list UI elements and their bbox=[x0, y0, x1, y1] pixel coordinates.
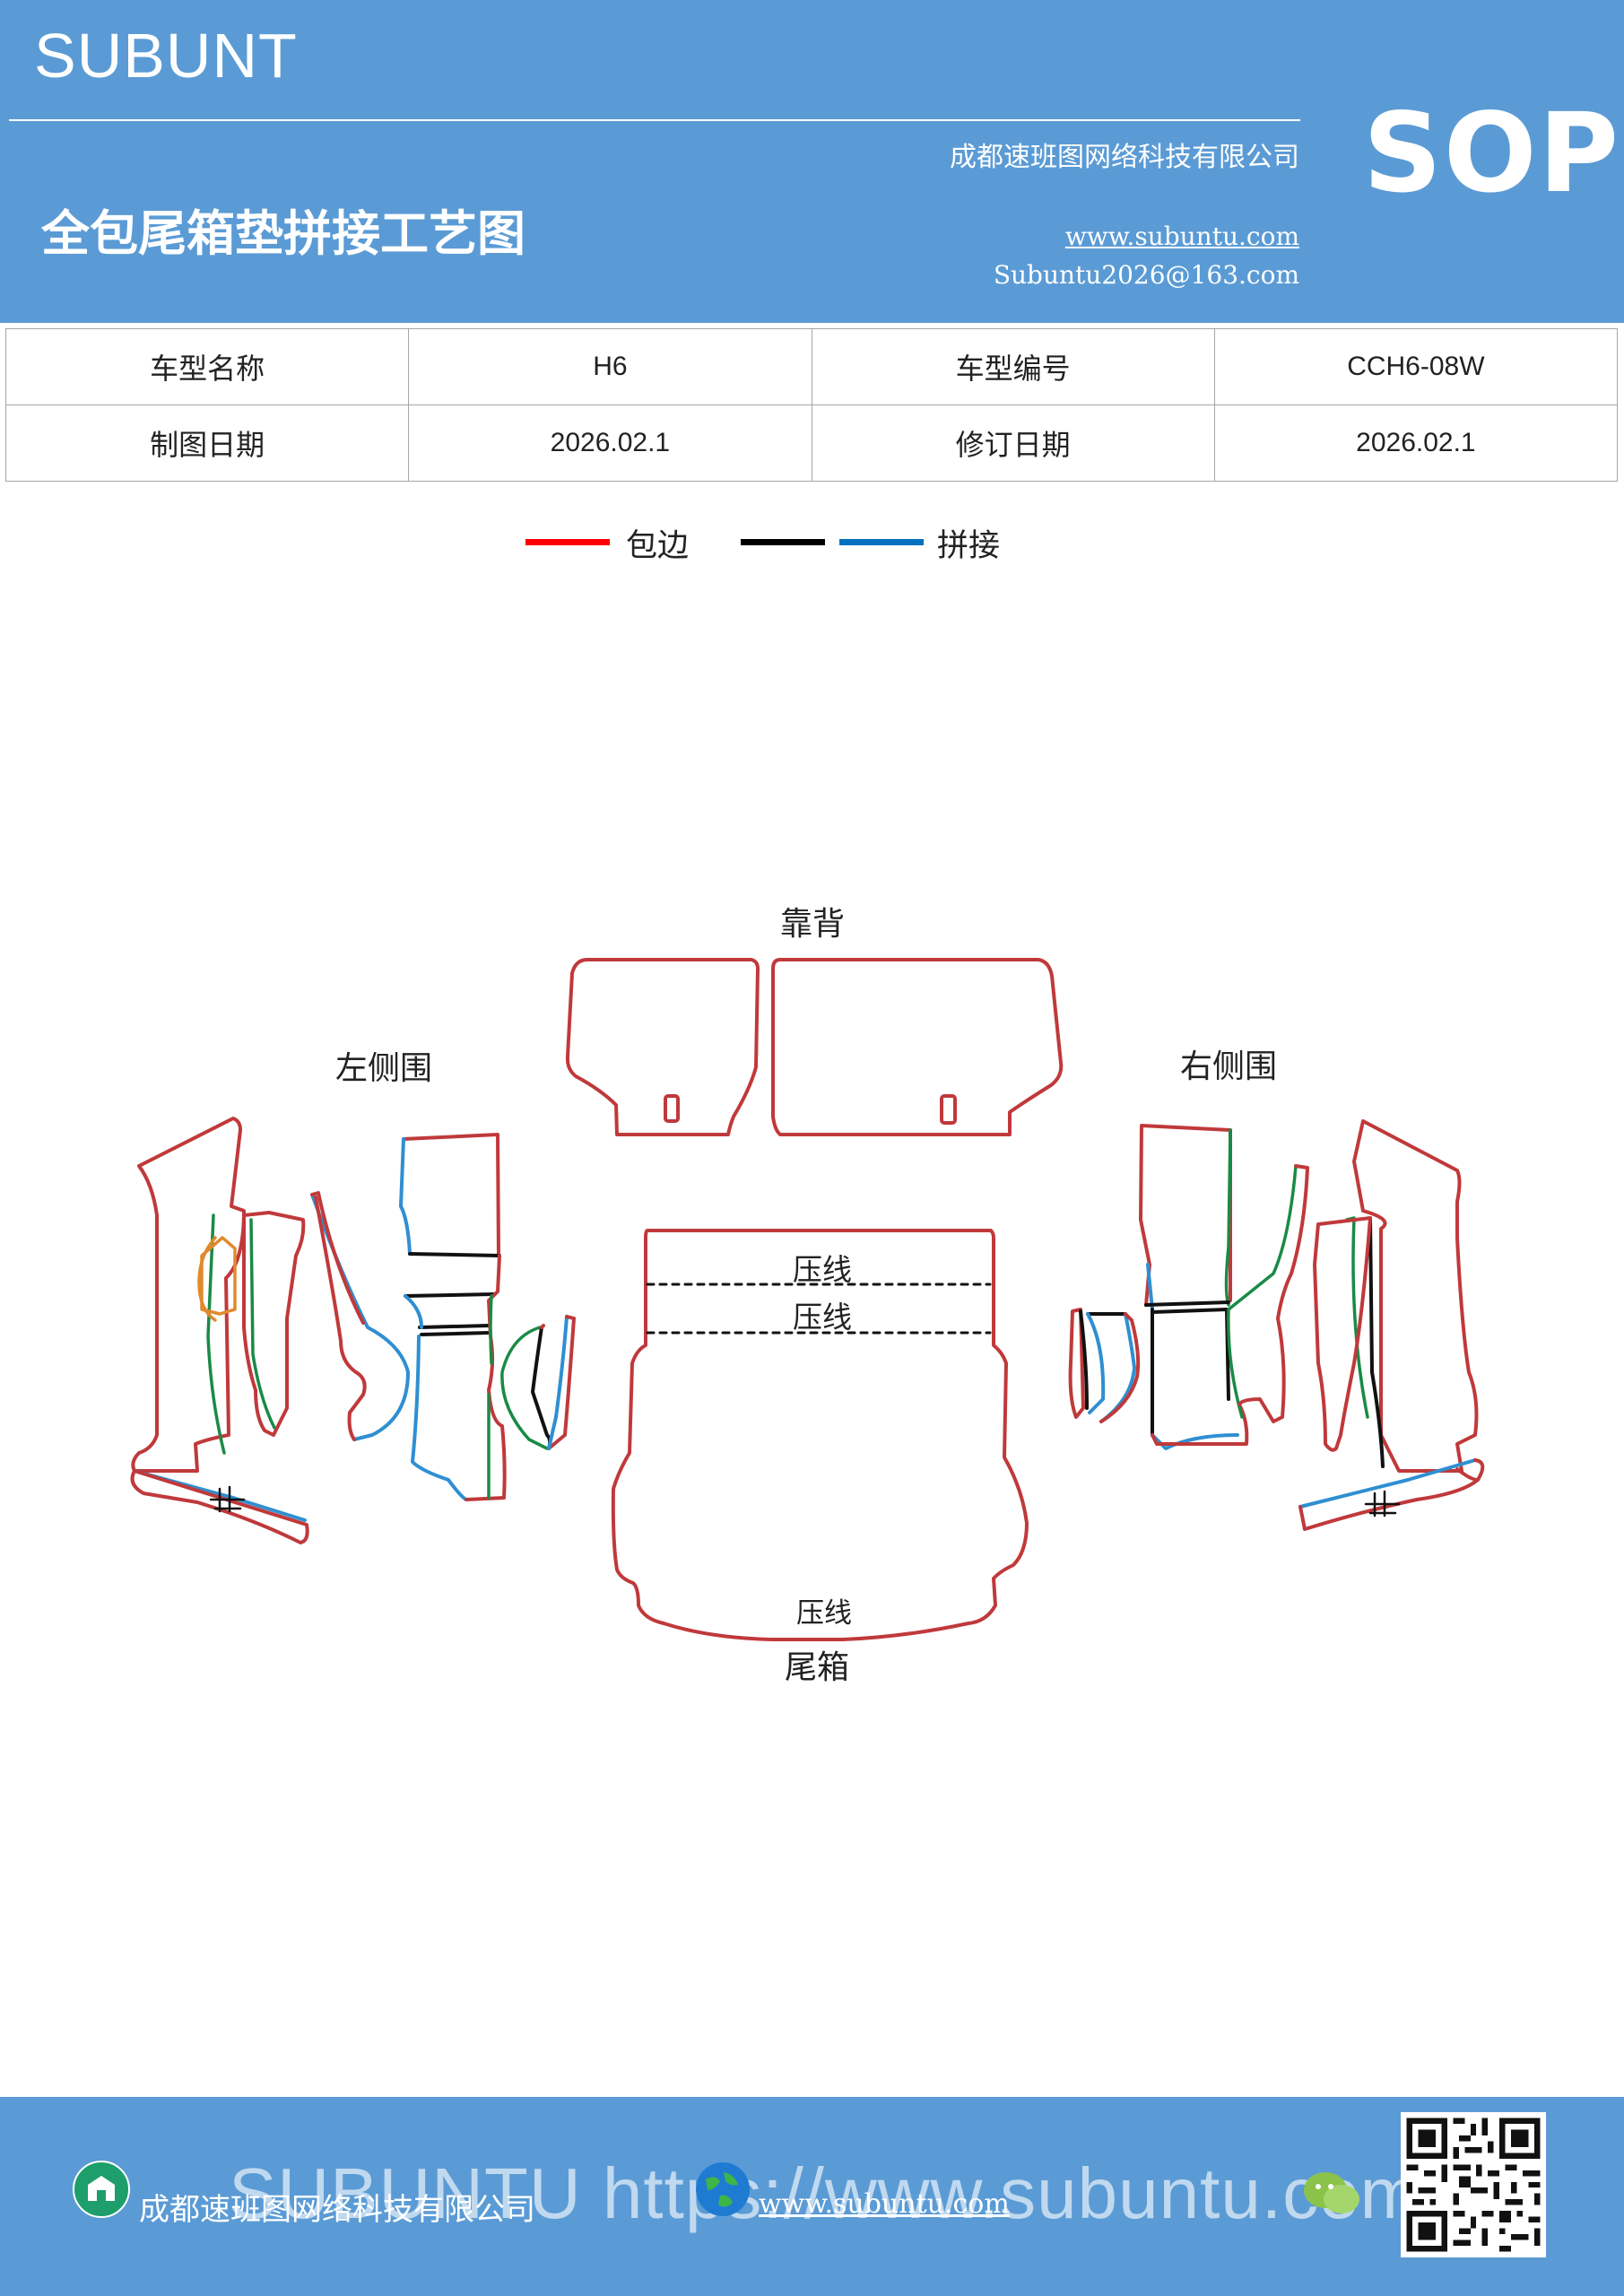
header-banner: SUBUNT SOP 成都速班图网络科技有限公司 全包尾箱垫拼接工艺图 www.… bbox=[0, 0, 1624, 323]
value-model-code: CCH6-08W bbox=[1213, 328, 1619, 405]
right-small-pillar-piece bbox=[1068, 1308, 1141, 1423]
backrest-right-panel bbox=[771, 958, 1064, 1136]
left-outer-wall-piece bbox=[130, 1117, 309, 1544]
label-press-line-1: 压线 bbox=[793, 1252, 852, 1287]
page-title: 全包尾箱垫拼接工艺图 bbox=[41, 204, 525, 262]
right-curved-splice-piece bbox=[1227, 1164, 1309, 1423]
legend-swatch-red bbox=[525, 539, 610, 545]
trunk-mat-diagram: 靠背 左侧围 右侧围 压线 压线 压线 尾箱 bbox=[130, 906, 1485, 1686]
label-trunk: 尾箱 bbox=[785, 1649, 849, 1686]
vehicle-info-table: 车型名称 H6 车型编号 CCH6-08W 制图日期 2026.02.1 修订日… bbox=[4, 328, 1619, 482]
label-model-name: 车型名称 bbox=[4, 328, 410, 405]
label-revise-date: 修订日期 bbox=[811, 404, 1215, 482]
legend-label-splice: 拼接 bbox=[937, 528, 1001, 564]
label-model-code: 车型编号 bbox=[811, 328, 1215, 405]
header-divider bbox=[9, 119, 1300, 121]
backrest-left-panel bbox=[565, 958, 760, 1136]
sop-badge: SOP bbox=[1363, 90, 1620, 217]
wechat-icon bbox=[1304, 2172, 1359, 2213]
header-company-name: 成都速班图网络科技有限公司 bbox=[950, 142, 1299, 173]
label-press-line-2: 压线 bbox=[793, 1300, 852, 1335]
legend-swatch-blue bbox=[839, 539, 924, 545]
table-row: 制图日期 2026.02.1 修订日期 2026.02.1 bbox=[4, 404, 1619, 482]
legend-swatch-black bbox=[741, 539, 825, 545]
right-outer-wall-piece bbox=[1298, 1119, 1485, 1531]
value-revise-date: 2026.02.1 bbox=[1213, 404, 1619, 482]
header-website-link[interactable]: www.subuntu.com bbox=[1064, 222, 1299, 251]
building-icon bbox=[73, 2161, 130, 2218]
label-draw-date: 制图日期 bbox=[4, 404, 410, 482]
trunk-floor-panel bbox=[611, 1229, 1029, 1641]
footer-watermark: SUBUNTU https://www.subuntu.com bbox=[229, 2153, 1421, 2233]
value-model-name: H6 bbox=[408, 328, 812, 405]
left-small-pillar-piece bbox=[500, 1315, 576, 1450]
qr-code[interactable] bbox=[1401, 2112, 1546, 2257]
footer-company-name: 成都速班图网络科技有限公司 bbox=[139, 2192, 535, 2228]
left-column-piece bbox=[399, 1133, 507, 1501]
brand-logo-text: SUBUNT bbox=[34, 21, 298, 91]
value-draw-date: 2026.02.1 bbox=[408, 404, 812, 482]
left-curved-splice-piece bbox=[310, 1191, 410, 1441]
globe-icon bbox=[696, 2162, 750, 2216]
label-backrest: 靠背 bbox=[780, 906, 845, 943]
label-right-side: 右侧围 bbox=[1180, 1048, 1277, 1085]
label-press-line-3: 压线 bbox=[796, 1597, 852, 1630]
label-left-side: 左侧围 bbox=[335, 1050, 432, 1087]
right-column-piece bbox=[1139, 1124, 1249, 1450]
line-legend: 包边 拼接 bbox=[0, 520, 1624, 574]
footer-banner: SUBUNTU https://www.subuntu.com 成都速班图网络科… bbox=[0, 2097, 1624, 2296]
table-row: 车型名称 H6 车型编号 CCH6-08W bbox=[4, 328, 1619, 405]
legend-label-edge: 包边 bbox=[626, 528, 690, 564]
footer-website-link[interactable]: www.subuntu.com bbox=[759, 2188, 1010, 2220]
header-email: Subuntu2026@163.com bbox=[993, 260, 1299, 290]
